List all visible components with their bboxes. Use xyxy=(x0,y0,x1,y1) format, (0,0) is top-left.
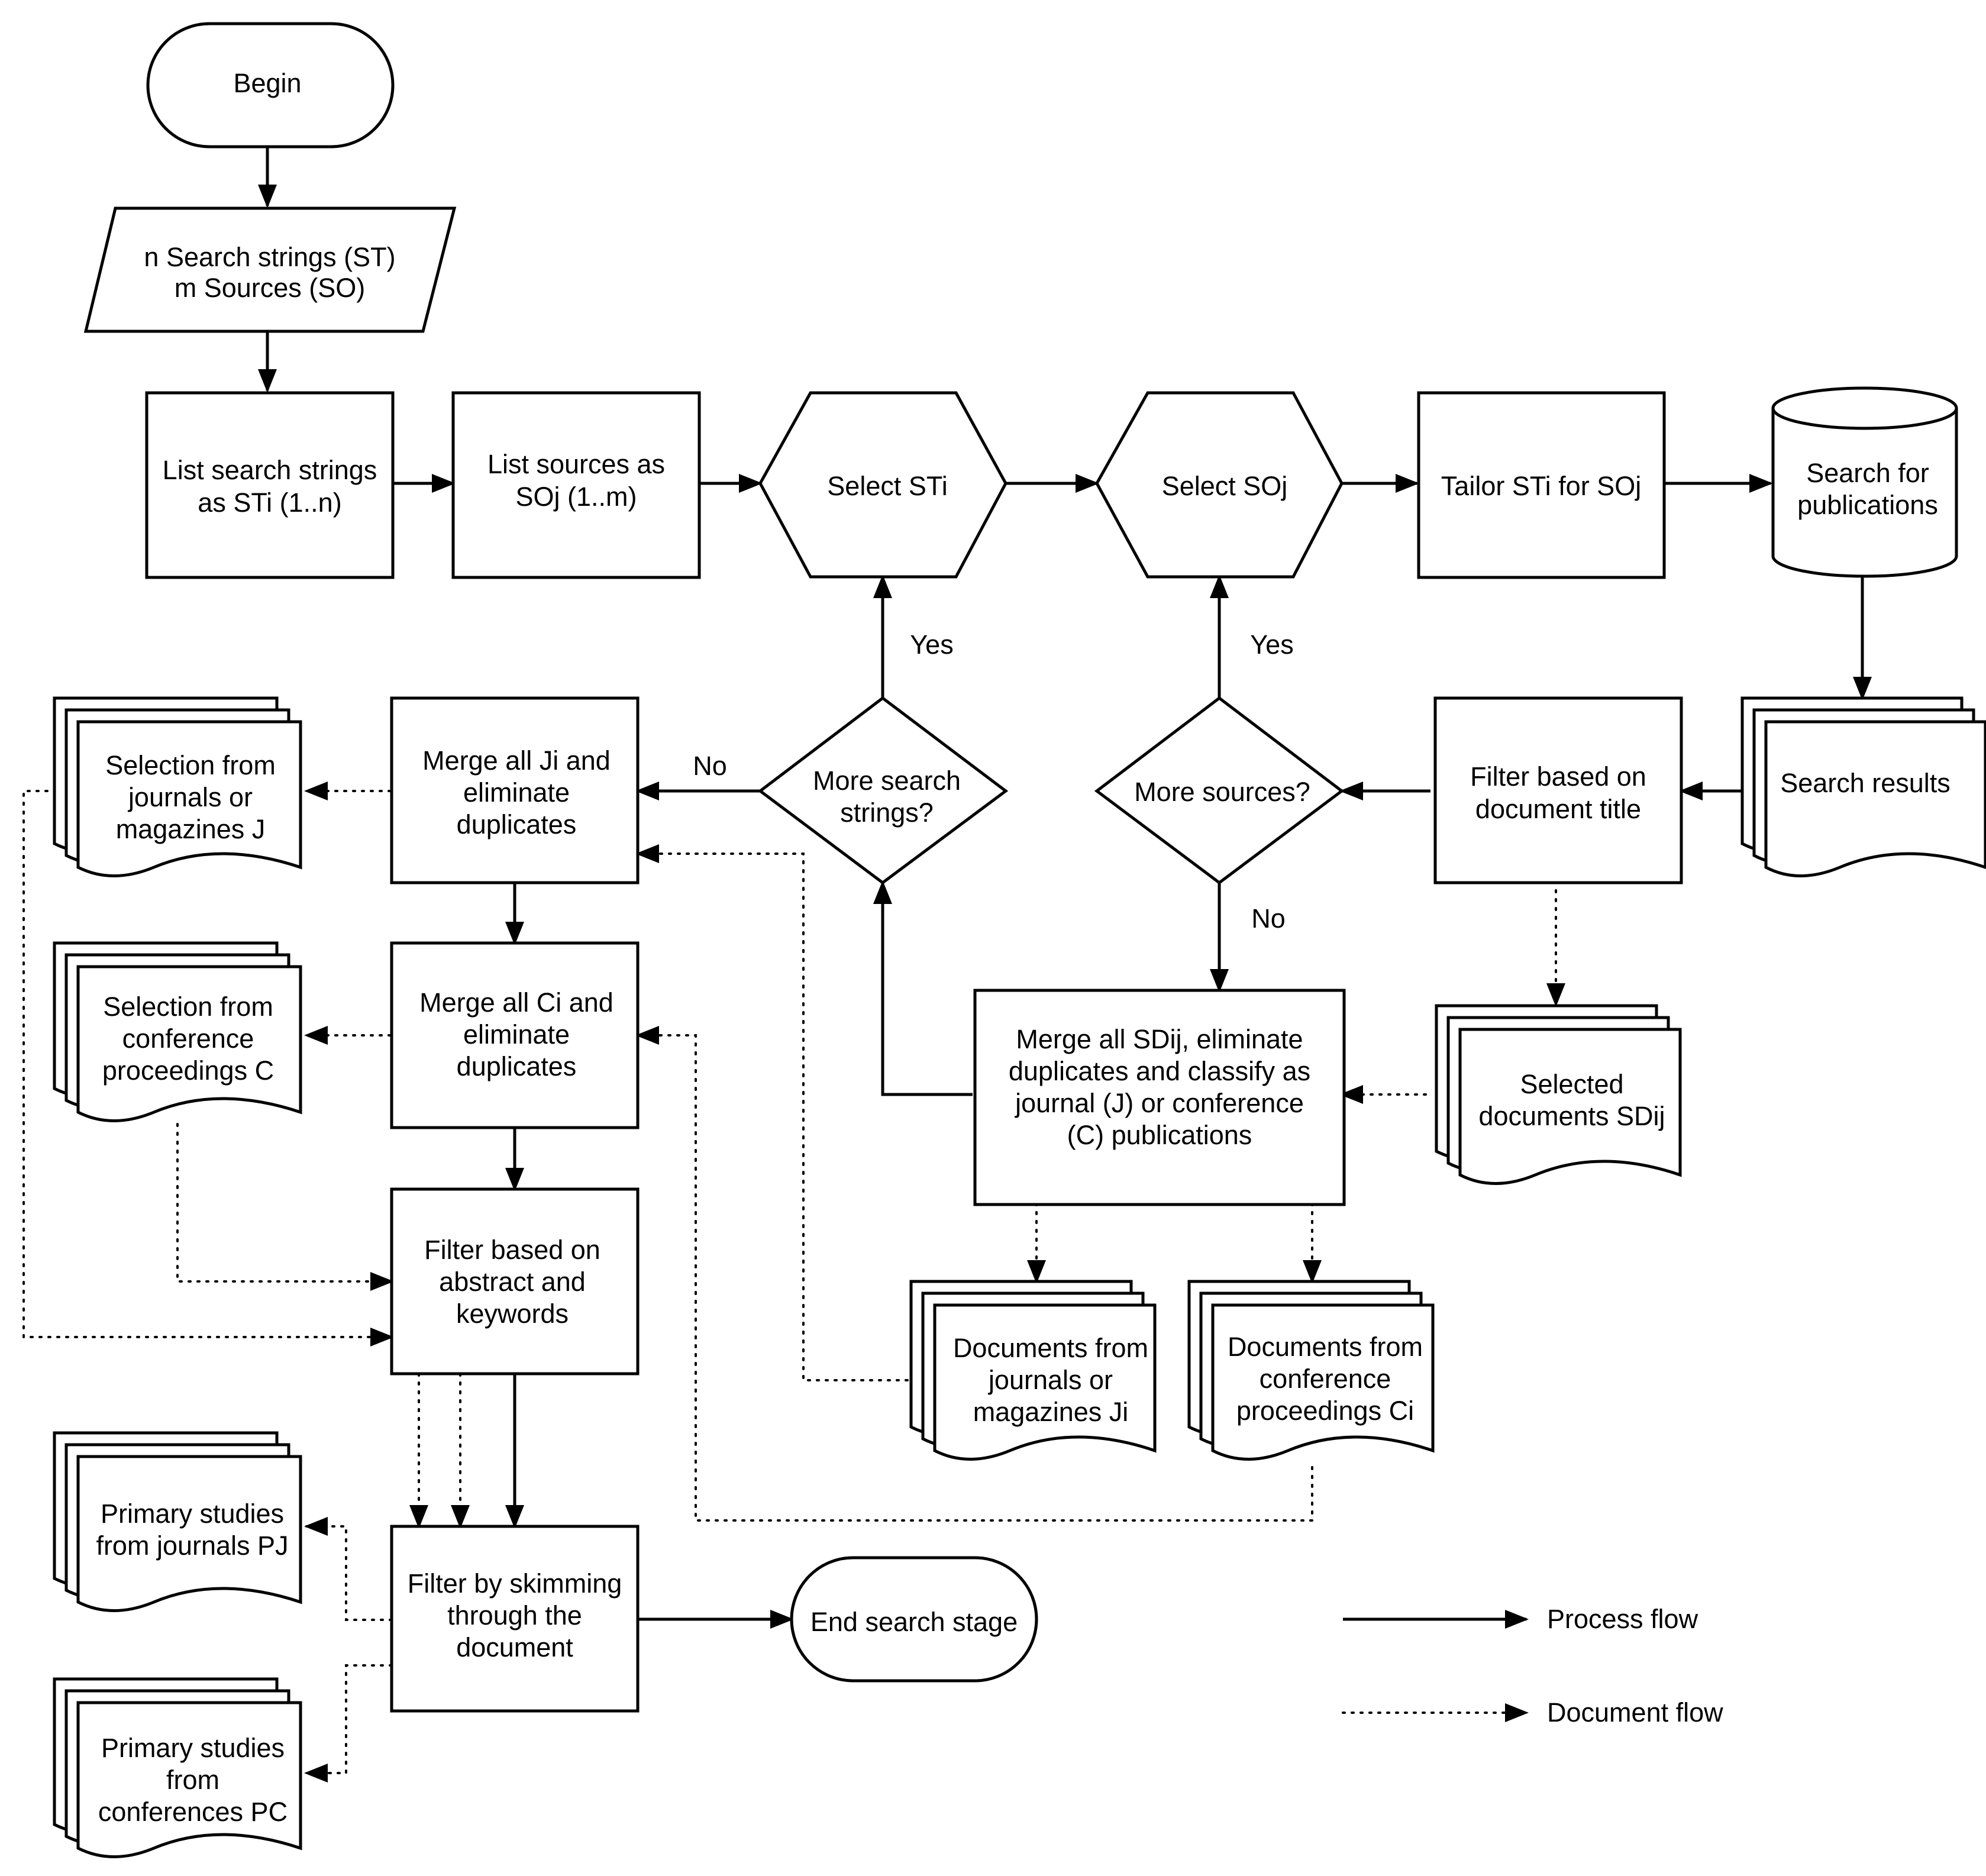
more-sources-decision: More sources? xyxy=(1094,696,1345,885)
merge-sdij-process: Merge all SDij, eliminate duplicates and… xyxy=(973,989,1346,1206)
svg-text:documents SDij: documents SDij xyxy=(1478,1101,1665,1131)
svg-text:Select STi: Select STi xyxy=(827,471,947,501)
svg-text:document title: document title xyxy=(1475,794,1641,824)
svg-text:from: from xyxy=(166,1765,219,1795)
no-label-sources: No xyxy=(1251,903,1286,934)
search-results-documents: Search results xyxy=(1740,696,1986,877)
filter-skimming-process: Filter by skimming through the document xyxy=(390,1525,640,1713)
svg-text:Merge all Ji and: Merge all Ji and xyxy=(422,745,611,776)
svg-text:journals or: journals or xyxy=(127,782,253,812)
svg-text:as STi (1..n): as STi (1..n) xyxy=(198,487,341,518)
svg-text:Selection from: Selection from xyxy=(103,992,273,1022)
svg-text:Search for: Search for xyxy=(1806,458,1929,488)
begin-terminator: Begin xyxy=(146,22,395,148)
svg-text:Filter based on: Filter based on xyxy=(424,1235,600,1265)
no-label-strings: No xyxy=(693,751,727,781)
svg-text:abstract and: abstract and xyxy=(439,1267,586,1297)
input-label-1: n Search strings (ST) xyxy=(144,242,395,272)
primary-studies-journals: Primary studies from journals PJ xyxy=(53,1431,302,1612)
select-sti-hexagon: Select STi xyxy=(758,391,1007,579)
svg-text:Select SOj: Select SOj xyxy=(1162,471,1288,501)
list-search-strings-process: List search strings as STi (1..n) xyxy=(145,391,395,579)
end-terminator: End search stage xyxy=(790,1556,1038,1683)
svg-text:journals or: journals or xyxy=(987,1365,1113,1395)
svg-text:Primary studies: Primary studies xyxy=(101,1499,284,1529)
svg-text:conference: conference xyxy=(122,1023,254,1054)
svg-text:More sources?: More sources? xyxy=(1134,777,1310,807)
more-search-strings-decision: More search strings? xyxy=(757,696,1009,885)
selection-conferences-c: Selection from conference proceedings C xyxy=(53,941,302,1122)
legend: Process flow Document flow xyxy=(1342,1604,1723,1728)
svg-text:Filter based on: Filter based on xyxy=(1470,761,1646,792)
yes-label-sources: Yes xyxy=(1250,629,1293,660)
process-flow-edges xyxy=(258,147,1872,1629)
svg-text:Primary studies: Primary studies xyxy=(101,1733,285,1763)
svg-text:duplicates: duplicates xyxy=(457,809,577,839)
svg-text:Search results: Search results xyxy=(1780,768,1951,798)
documents-conferences-ci: Documents from conference proceedings Ci xyxy=(1187,1280,1435,1461)
svg-text:List search strings: List search strings xyxy=(163,455,377,485)
merge-ci-process: Merge all Ci and eliminate duplicates xyxy=(390,941,640,1129)
legend-document-flow-label: Document flow xyxy=(1547,1697,1723,1728)
filter-title-process: Filter based on document title xyxy=(1433,696,1683,884)
begin-label: Begin xyxy=(233,68,301,98)
svg-text:proceedings C: proceedings C xyxy=(102,1055,274,1086)
svg-text:conference: conference xyxy=(1260,1364,1391,1394)
svg-text:strings?: strings? xyxy=(840,797,934,828)
select-soj-hexagon: Select SOj xyxy=(1095,391,1344,579)
legend-process-flow-label: Process flow xyxy=(1547,1604,1698,1634)
svg-text:journal (J) or conference: journal (J) or conference xyxy=(1014,1088,1304,1118)
svg-text:proceedings Ci: proceedings Ci xyxy=(1236,1396,1414,1426)
svg-text:conferences PC: conferences PC xyxy=(98,1797,288,1827)
svg-text:List sources as: List sources as xyxy=(487,449,665,479)
svg-text:Documents from: Documents from xyxy=(1228,1332,1423,1362)
svg-text:duplicates: duplicates xyxy=(457,1051,577,1081)
svg-text:Filter by skimming: Filter by skimming xyxy=(408,1568,622,1599)
svg-text:Selected: Selected xyxy=(1520,1069,1623,1099)
search-inputs-parallelogram: n Search strings (ST) m Sources (SO) xyxy=(83,206,457,333)
svg-text:End search stage: End search stage xyxy=(810,1607,1018,1637)
svg-text:document: document xyxy=(456,1632,573,1662)
svg-text:Merge all Ci and: Merge all Ci and xyxy=(419,987,613,1018)
filter-abstract-process: Filter based on abstract and keywords xyxy=(390,1187,640,1375)
svg-text:magazines J: magazines J xyxy=(116,814,266,844)
svg-text:magazines Ji: magazines Ji xyxy=(973,1397,1129,1427)
svg-text:publications: publications xyxy=(1797,490,1938,520)
selection-journals-j: Selection from journals or magazines J xyxy=(53,696,302,877)
search-publications-database: Search for publications xyxy=(1771,386,1958,578)
list-sources-process: List sources as SOj (1..m) xyxy=(451,391,701,579)
svg-text:from journals PJ: from journals PJ xyxy=(96,1530,288,1561)
documents-journals-ji: Documents from journals or magazines Ji xyxy=(909,1280,1157,1461)
document-flow-edges xyxy=(22,782,1565,1783)
input-label-2: m Sources (SO) xyxy=(175,273,366,303)
svg-text:eliminate: eliminate xyxy=(463,777,570,808)
yes-label-strings: Yes xyxy=(910,629,953,660)
selected-documents-sdij: Selected documents SDij xyxy=(1435,1004,1682,1185)
svg-text:keywords: keywords xyxy=(456,1299,569,1329)
tailor-process: Tailor STi for SOj xyxy=(1417,391,1666,579)
svg-text:eliminate: eliminate xyxy=(463,1019,570,1050)
merge-ji-process: Merge all Ji and eliminate duplicates xyxy=(390,696,640,884)
primary-studies-conferences: Primary studies from conferences PC xyxy=(53,1677,302,1858)
svg-text:duplicates and classify as: duplicates and classify as xyxy=(1009,1056,1310,1086)
svg-text:through the: through the xyxy=(447,1600,582,1630)
svg-text:(C) publications: (C) publications xyxy=(1067,1120,1252,1150)
svg-text:Documents from: Documents from xyxy=(953,1333,1148,1363)
svg-text:Selection from: Selection from xyxy=(105,750,276,780)
svg-text:More search: More search xyxy=(813,766,961,796)
svg-text:SOj (1..m): SOj (1..m) xyxy=(515,482,637,512)
svg-text:Merge all SDij, eliminate: Merge all SDij, eliminate xyxy=(1016,1024,1303,1054)
svg-text:Tailor STi for SOj: Tailor STi for SOj xyxy=(1441,471,1641,501)
